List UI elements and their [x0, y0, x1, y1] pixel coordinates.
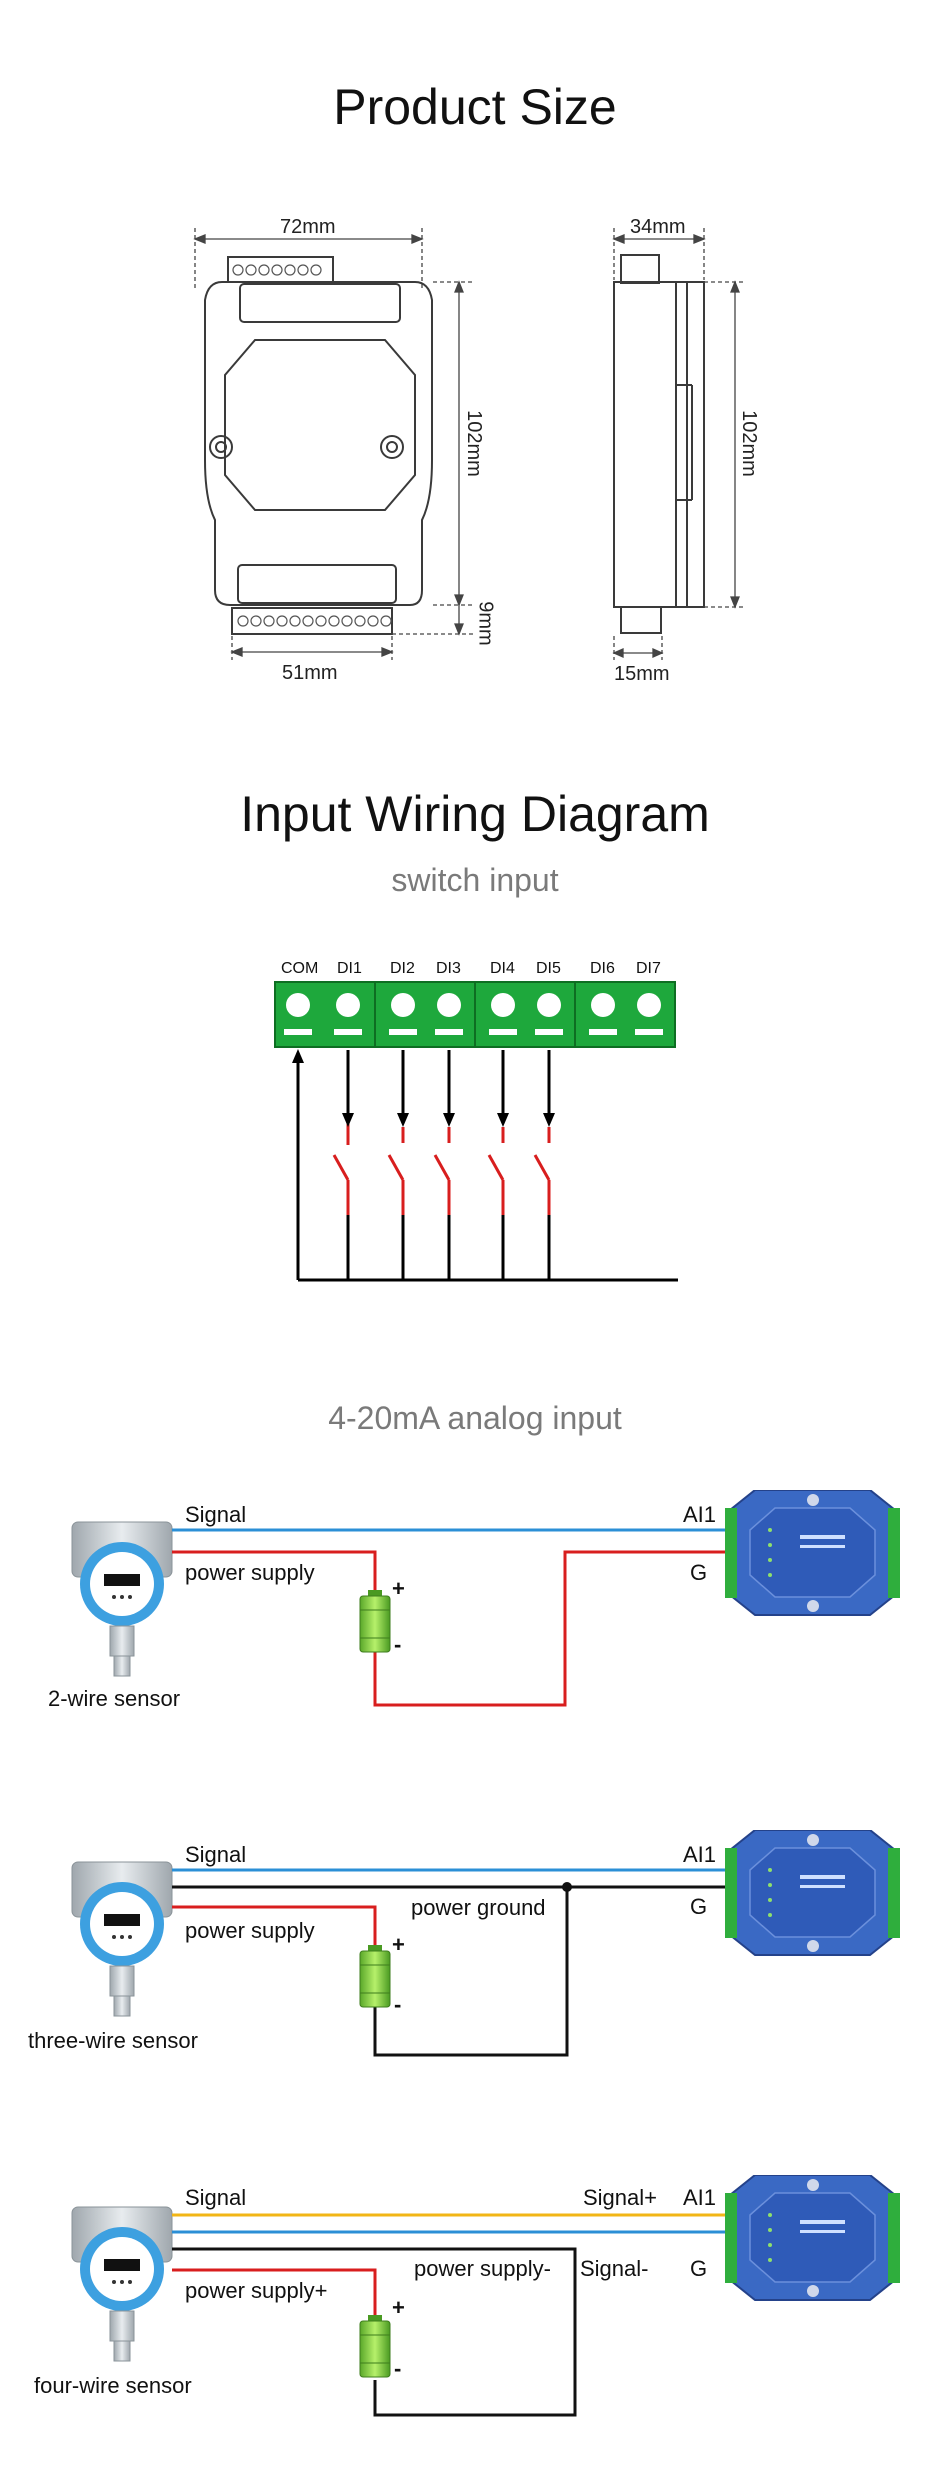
two-wire-module-image	[724, 1490, 901, 1616]
power-minus-wire	[172, 2247, 577, 2417]
terminal-label-di5: DI5	[536, 960, 561, 977]
two-wire-signal-label: Signal	[185, 1502, 247, 1527]
side-height-label: 102mm	[737, 410, 760, 477]
four-wire-battery	[359, 2314, 391, 2378]
power-plus-wire	[172, 2268, 377, 2315]
two-wire-diagram	[71, 1490, 901, 1707]
front-width-label: 72mm	[280, 216, 336, 238]
four-wire-plus: +	[392, 2295, 405, 2320]
three-wire-plus: +	[392, 1932, 405, 1957]
switch-di3	[433, 1050, 451, 1280]
terminal-block	[274, 981, 676, 1048]
front-octagon	[224, 339, 416, 511]
four-wire-power-label: power supply+	[185, 2278, 328, 2303]
product-size-title: Product Size	[333, 79, 617, 135]
three-wire-sensor-image	[71, 1861, 173, 2017]
four-wire-minus: -	[394, 2356, 402, 2381]
side-top-terminal	[620, 254, 660, 284]
switch-input-diagram	[274, 981, 678, 1282]
four-wire-signal-label: Signal	[185, 2185, 247, 2210]
wiring-title: Input Wiring Diagram	[240, 786, 710, 842]
two-wire-sensor-image	[71, 1521, 173, 1677]
top-terminal-block	[227, 256, 334, 283]
power-wire	[172, 1905, 377, 1945]
two-wire-ai1-label: AI1	[683, 1502, 717, 1527]
terminal-label-di4: DI4	[490, 960, 515, 977]
terminal-height-label: 9mm	[474, 601, 497, 646]
three-wire-battery	[359, 1944, 391, 2008]
four-wire-diagram	[71, 2175, 901, 2417]
four-wire-signal-plus-label: Signal+	[583, 2185, 658, 2210]
switch-di4	[487, 1050, 505, 1280]
switch-input-subtitle: switch input	[391, 862, 559, 898]
three-wire-minus: -	[394, 1992, 402, 2017]
three-wire-g-label: G	[690, 1894, 708, 1919]
four-wire-g-label: G	[690, 2256, 708, 2281]
three-wire-diagram	[71, 1830, 901, 2057]
terminal-label-di3: DI3	[436, 960, 461, 977]
terminal-label-di7: DI7	[636, 960, 661, 977]
two-wire-battery	[359, 1589, 391, 1653]
four-wire-sensor-label: four-wire sensor	[34, 2373, 192, 2398]
four-wire-ai1-label: AI1	[683, 2185, 717, 2210]
three-wire-signal-label: Signal	[185, 1842, 247, 1867]
terminal-label-com: COM	[281, 960, 319, 977]
two-wire-power-label: power supply	[185, 1560, 315, 1585]
product-size-drawing	[193, 228, 745, 660]
terminal-label-di1: DI1	[337, 960, 362, 977]
two-wire-minus: -	[394, 1632, 402, 1657]
two-wire-sensor-label: 2-wire sensor	[48, 1686, 181, 1711]
front-height-label: 102mm	[462, 410, 485, 477]
analog-input-subtitle: 4-20mA analog input	[328, 1400, 622, 1436]
rail-width-label: 15mm	[614, 663, 670, 685]
three-wire-sensor-label: three-wire sensor	[28, 2028, 198, 2053]
power-wire	[172, 1550, 377, 1590]
three-wire-module-image	[724, 1830, 901, 1956]
side-depth-label: 34mm	[630, 216, 686, 238]
bottom-terminal-block	[231, 607, 393, 635]
front-body-outline	[204, 281, 433, 606]
terminal-label-di2: DI2	[390, 960, 415, 977]
return-wire	[373, 1887, 569, 2057]
return-wire	[373, 1550, 725, 1707]
switch-di1	[332, 1050, 350, 1280]
three-wire-ground-label: power ground	[411, 1895, 546, 1920]
three-wire-power-label: power supply	[185, 1918, 315, 1943]
four-wire-sensor-image	[71, 2206, 173, 2362]
two-wire-plus: +	[392, 1576, 405, 1601]
two-wire-g-label: G	[690, 1560, 708, 1585]
terminal-label-di6: DI6	[590, 960, 615, 977]
switch-di2	[387, 1050, 405, 1280]
four-wire-signal-minus-label: Signal-	[580, 2256, 649, 2281]
four-wire-module-image	[724, 2175, 901, 2301]
terminal-width-label: 51mm	[282, 662, 338, 684]
four-wire-power-minus-label: power supply-	[414, 2256, 551, 2281]
switch-di5	[533, 1050, 551, 1280]
three-wire-ai1-label: AI1	[683, 1842, 717, 1867]
